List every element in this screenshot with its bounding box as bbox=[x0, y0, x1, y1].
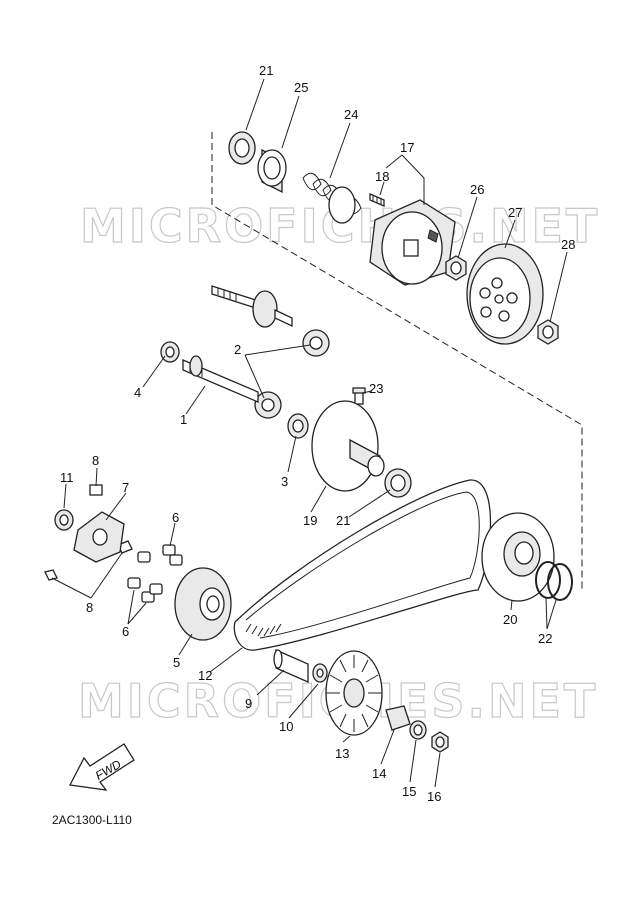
part-26-nut bbox=[445, 255, 467, 281]
callout-23: 23 bbox=[369, 381, 383, 396]
part-20-secondary-sheave bbox=[481, 512, 555, 602]
part-7-cam-plate bbox=[73, 511, 125, 563]
callout-14: 14 bbox=[372, 766, 386, 781]
part-1-shaft bbox=[182, 355, 259, 403]
part-2-bearing-upper bbox=[302, 329, 330, 357]
leader-lines bbox=[51, 78, 568, 788]
callout-17: 17 bbox=[400, 140, 414, 155]
part-17-clutch bbox=[369, 199, 456, 286]
callout-10: 10 bbox=[279, 719, 293, 734]
part-3-seal bbox=[287, 413, 309, 439]
part-12-v-belt bbox=[233, 479, 492, 651]
callout-3: 3 bbox=[281, 474, 288, 489]
callout-6-right: 6 bbox=[172, 510, 179, 525]
part-16-nut bbox=[431, 731, 449, 753]
callout-11: 11 bbox=[60, 470, 74, 485]
callout-27: 27 bbox=[508, 205, 522, 220]
callout-21-lower: 21 bbox=[336, 513, 350, 528]
part-21-seal-lower bbox=[384, 468, 412, 498]
callout-16: 16 bbox=[427, 789, 441, 804]
callout-25: 25 bbox=[294, 80, 308, 95]
part-22-o-rings bbox=[535, 561, 573, 601]
part-25-collar bbox=[257, 148, 287, 194]
callout-21-top: 21 bbox=[259, 63, 273, 78]
callout-13: 13 bbox=[335, 746, 349, 761]
callout-labels: 21 25 24 17 18 26 27 28 2 4 1 23 3 19 21… bbox=[60, 63, 575, 804]
part-24-spring bbox=[302, 172, 362, 224]
callout-20: 20 bbox=[503, 612, 517, 627]
assembly-outline bbox=[211, 132, 583, 590]
part-23-bolt bbox=[352, 387, 366, 405]
fwd-arrow: FWD bbox=[68, 743, 135, 791]
part-8-slider-top bbox=[89, 484, 103, 496]
callout-4: 4 bbox=[134, 385, 141, 400]
callout-5: 5 bbox=[173, 655, 180, 670]
callout-26: 26 bbox=[470, 182, 484, 197]
part-14-clamp bbox=[385, 705, 411, 731]
part-28-nut bbox=[537, 319, 559, 345]
callout-7: 7 bbox=[122, 480, 129, 495]
part-5-movable-sheave bbox=[174, 567, 232, 641]
part-21-seal-top bbox=[228, 131, 256, 165]
part-19-fixed-sheave bbox=[311, 400, 385, 492]
part-27-clutch-housing bbox=[466, 243, 544, 345]
callout-12: 12 bbox=[198, 668, 212, 683]
part-11-washer bbox=[54, 509, 74, 531]
callout-22: 22 bbox=[538, 631, 552, 646]
part-15-washer bbox=[409, 720, 427, 740]
callout-8-top: 8 bbox=[92, 453, 99, 468]
part-gear-shaft bbox=[211, 285, 293, 328]
part-2-bearing-lower bbox=[254, 391, 282, 419]
callout-18: 18 bbox=[375, 169, 389, 184]
callout-1: 1 bbox=[180, 412, 187, 427]
part-13-fan-impeller bbox=[325, 650, 383, 736]
part-10-washer bbox=[312, 663, 328, 683]
callout-9: 9 bbox=[245, 696, 252, 711]
part-9-collar bbox=[273, 649, 309, 683]
callout-24: 24 bbox=[344, 107, 358, 122]
part-6-rollers bbox=[127, 544, 183, 603]
callout-6-left: 6 bbox=[122, 624, 129, 639]
callout-15: 15 bbox=[402, 784, 416, 799]
part-4-bearing bbox=[160, 341, 180, 363]
callout-2: 2 bbox=[234, 342, 241, 357]
callout-28: 28 bbox=[561, 237, 575, 252]
callout-19: 19 bbox=[303, 513, 317, 528]
callout-8-bottom: 8 bbox=[86, 600, 93, 615]
diagram-code: 2AC1300-L110 bbox=[52, 813, 132, 827]
part-18-pin bbox=[369, 193, 385, 207]
